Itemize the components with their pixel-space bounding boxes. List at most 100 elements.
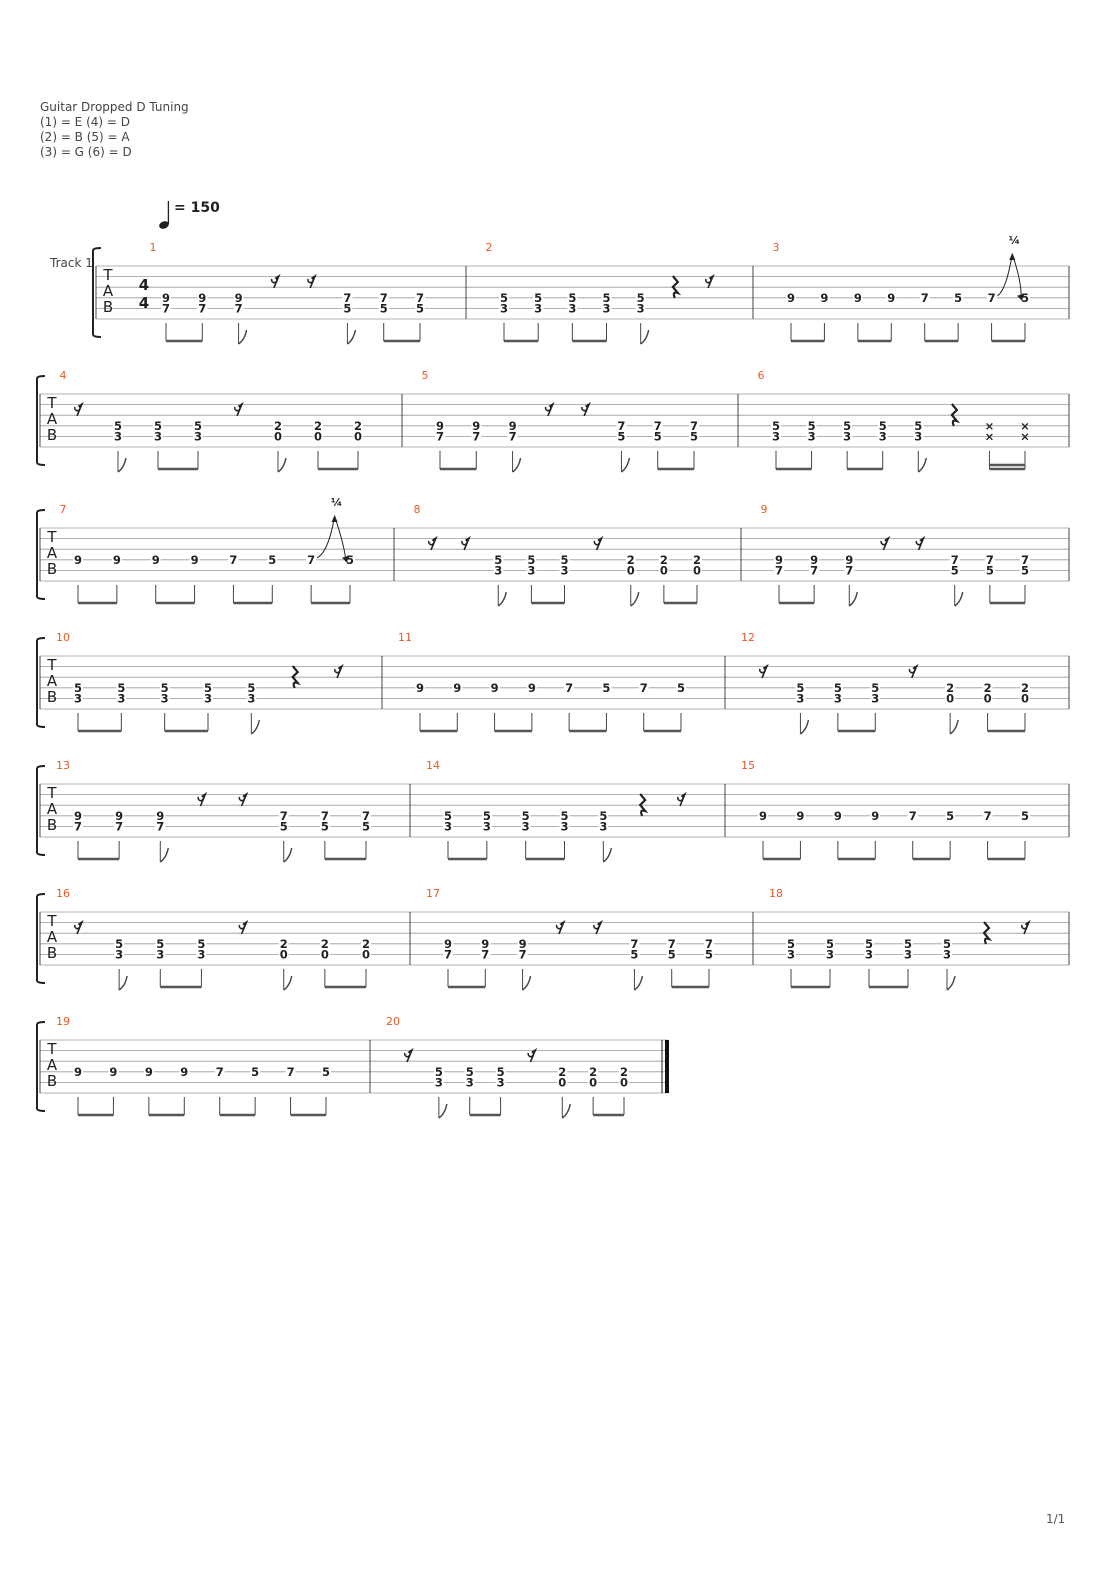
fret-bg [246,681,257,704]
fret-bg [629,937,640,960]
fret-bg [189,553,200,565]
fret-number: 9 [235,291,243,305]
release-arrowhead [1017,293,1024,301]
eighth-flag [640,329,650,345]
fret-number: 9 [759,809,767,823]
tab-clef: T [46,394,57,412]
fret-number: 3 [497,1075,505,1089]
fret-number: 9 [191,553,199,567]
fret-number: 7 [1021,553,1029,567]
fret-number: 7 [984,809,992,823]
fret-bg [113,419,123,442]
fret-number: 7 [988,291,996,305]
fret-number: 0 [627,563,635,577]
fret-number: 5 [322,1065,330,1079]
fret-number: 9 [74,1065,82,1079]
fret-bg [150,553,161,565]
fret-number: 5 [787,937,795,951]
fret-bg [982,681,993,704]
fret-number: 0 [620,1075,628,1089]
fret-number: 7 [640,681,648,695]
fret-bg [564,681,575,693]
fret-number: 5 [808,419,816,433]
fret-bg [692,553,702,576]
fret-number: 2 [274,419,282,433]
tab-clef: A [47,672,58,690]
fret-bg [499,291,509,314]
tuning-line: (3) = G (6) = D [40,145,132,159]
eighth-rest-icon [908,663,919,679]
fret-number: 3 [483,819,491,833]
fret-number: 0 [693,563,701,577]
measure-number: 14 [426,759,440,772]
fret-number: 7 [115,819,123,833]
fret-bg [520,809,531,832]
fret-number: 5 [943,937,951,951]
fret-bg [903,937,913,960]
eighth-rest-icon [238,791,249,807]
eighth-flag [522,975,532,991]
eighth-flag [283,847,293,863]
tab-clef: A [47,410,58,428]
fret-number: 5 [435,1065,443,1079]
fret-bg [193,419,203,442]
eighth-flag [946,975,956,991]
track-label: Track 1 [50,256,93,270]
fret-number: 9 [528,681,536,695]
fret-bg [228,553,239,565]
fret-number: 5 [466,1065,474,1079]
tuning-line: (1) = E (4) = D [40,115,130,129]
fret-bg [559,553,570,576]
fret-bg [942,937,952,960]
fret-bg [111,553,122,565]
fret-bg [864,937,874,960]
fret-bg [809,553,820,576]
measure-number: 2 [486,241,493,254]
fret-bg [795,681,806,704]
fret-bg [203,681,213,704]
measure-number: 17 [426,887,440,900]
fret-number: 5 [321,819,329,833]
fret-number: 3 [522,819,530,833]
eighth-rest-icon [581,401,591,417]
eighth-rest-icon [307,273,317,289]
system-bracket [36,765,46,856]
system-bracket [36,893,46,984]
system-bracket [36,637,46,728]
fret-number: 7 [229,553,237,567]
fret-bg [342,291,353,314]
fret-bg [480,937,491,960]
tab-clef: T [46,528,57,546]
measure-number: 6 [758,369,765,382]
fret-number: 7 [986,553,994,567]
eighth-flag [250,719,261,735]
fret-bg [852,291,863,303]
fret-number: 9 [162,291,170,305]
tab-clef: A [47,544,58,562]
tuning-header: Guitar Dropped D Tuning (1) = E (4) = D … [40,100,189,160]
fret-number: 3 [500,301,508,315]
tab-clef: A [47,928,58,946]
fret-number: 2 [984,681,992,695]
fret-number: 7 [630,937,638,951]
fret-number: 7 [472,429,480,443]
fret-number: 9 [481,937,489,951]
fret-number: 5 [599,809,607,823]
fret-number: 3 [204,691,212,705]
fret-number: 3 [808,429,816,443]
fret-number: 0 [1021,691,1029,705]
fret-bg [533,291,544,314]
fret-number: 9 [198,291,206,305]
fret-number: 7 [565,681,573,695]
measure-number: 7 [60,503,67,516]
fret-number: 5 [483,809,491,823]
fret-bg [278,937,289,960]
fret-number: 5 [986,563,994,577]
fret-number: 5 [534,291,542,305]
fret-bg [832,681,843,704]
fret-number: 3 [871,691,879,705]
eighth-flag [497,591,507,607]
eighth-rest-icon [593,919,603,935]
fret-number: 7 [156,819,164,833]
eighth-rest-icon [404,1047,414,1063]
